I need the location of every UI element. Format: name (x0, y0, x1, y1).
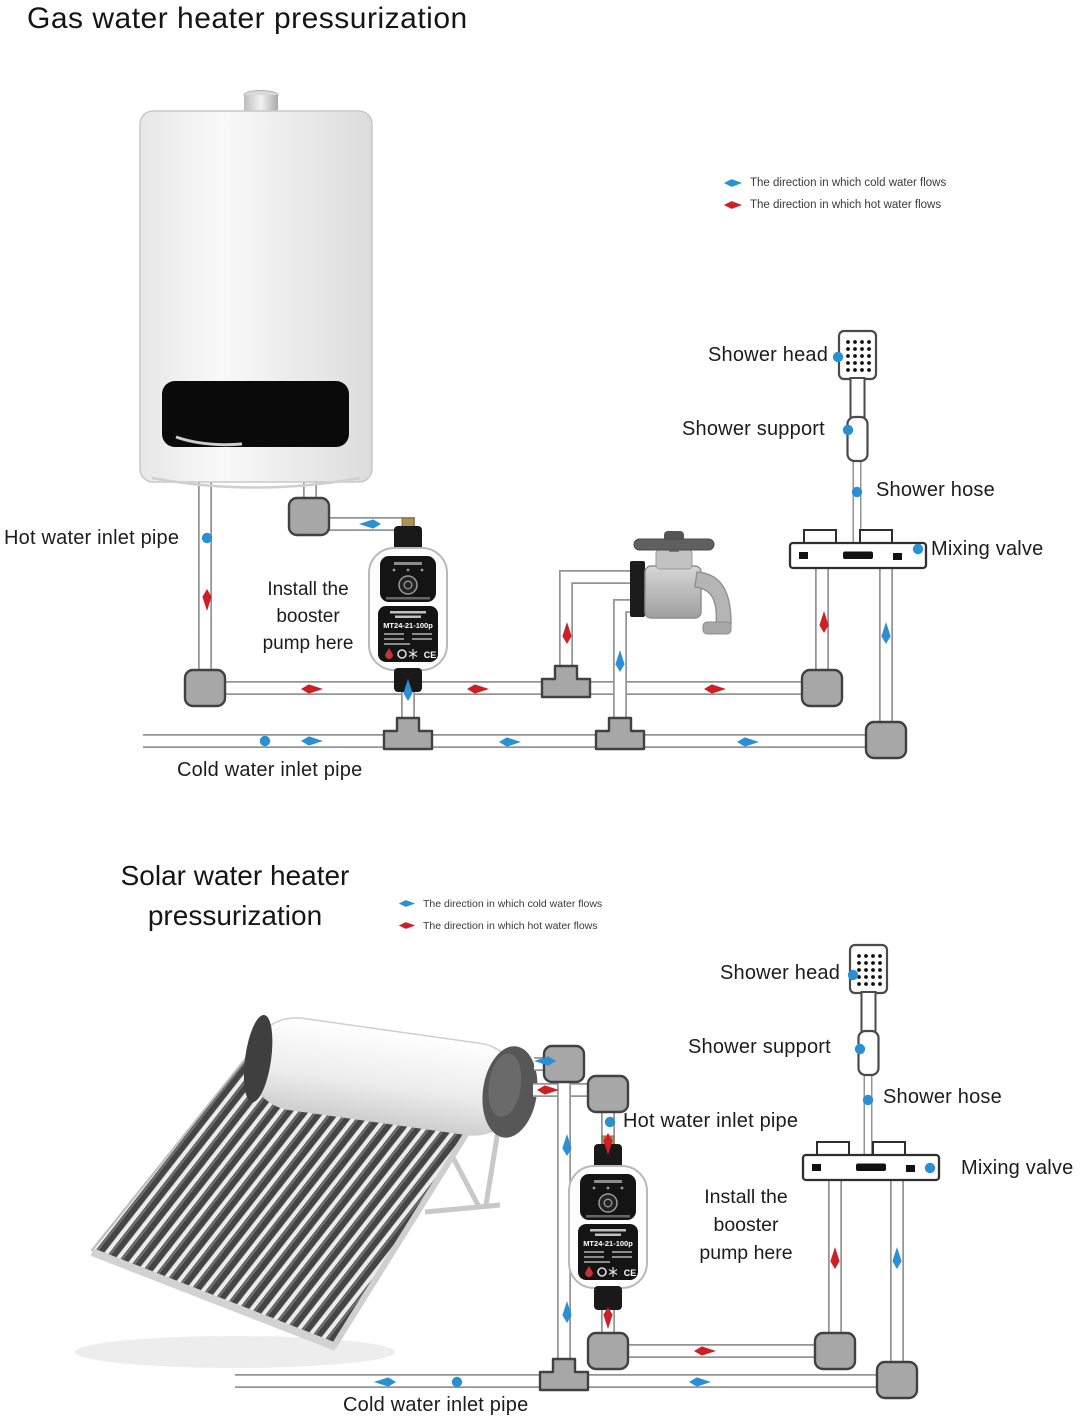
install-line: pump here (262, 633, 354, 654)
label-shower-support: Shower support (688, 1036, 831, 1058)
legend-row-cold: The direction in which cold water flows (723, 176, 946, 190)
pipe-fittings (538, 1044, 919, 1400)
label-shower-hose: Shower hose (876, 479, 995, 501)
tee-fitting (538, 1357, 590, 1392)
cold-flow-arrow-icon (398, 900, 416, 907)
label-pointer-dots (201, 351, 924, 747)
label-dot (832, 351, 844, 363)
gas-water-heater-icon (139, 90, 373, 489)
faucet-icon (630, 531, 732, 635)
shower-head-icon (837, 329, 878, 463)
elbow-fitting (287, 496, 331, 537)
label-dot (604, 1116, 616, 1128)
booster-pump-icon (368, 517, 448, 693)
label-pointer-dots (451, 969, 936, 1388)
gas-section-title: Gas water heater pressurization (27, 2, 468, 35)
install-line: Install the (267, 579, 349, 600)
legend-hot-text: The direction in which hot water flows (750, 199, 942, 211)
label-shower-hose: Shower hose (883, 1086, 1002, 1108)
elbow-fitting (800, 668, 844, 708)
pipe-fittings (183, 496, 908, 760)
hot-flow-arrow-icon (398, 922, 416, 929)
shower-head-icon (848, 943, 889, 1077)
install-line: pump here (699, 1242, 793, 1264)
label-dot (854, 1043, 866, 1055)
label-shower-head: Shower head (708, 344, 829, 366)
solar-diagram (75, 943, 941, 1400)
label-dot (912, 543, 924, 555)
elbow-fitting (813, 1331, 857, 1371)
label-install-pump: Install the booster pump here (686, 1183, 806, 1267)
elbow-fitting (586, 1074, 630, 1114)
elbow-fitting (864, 720, 908, 760)
label-dot (201, 532, 213, 544)
legend-hot-text: The direction in which hot water flows (423, 919, 598, 932)
label-shower-head: Shower head (720, 962, 841, 984)
legend-cold-text: The direction in which cold water flows (750, 177, 947, 189)
solar-water-heater-icon (75, 1014, 538, 1368)
solar-section-title: Solar water heater pressurization (105, 856, 365, 936)
tee-fitting (594, 716, 646, 751)
elbow-fitting (586, 1331, 630, 1371)
legend-row-hot: The direction in which hot water flows (398, 919, 602, 932)
label-dot (862, 1094, 874, 1106)
label-dot (847, 969, 859, 981)
label-hot-inlet: Hot water inlet pipe (623, 1110, 799, 1132)
legend-cold-text: The direction in which cold water flows (423, 897, 603, 910)
label-hot-inlet: Hot water inlet pipe (4, 527, 180, 549)
hot-flow-arrow-icon (723, 201, 743, 209)
install-line: booster (713, 1214, 779, 1236)
label-shower-support: Shower support (682, 418, 825, 440)
label-cold-inlet: Cold water inlet pipe (177, 759, 363, 781)
label-dot (842, 424, 854, 436)
gas-diagram (139, 90, 928, 760)
label-install-pump: Install the booster pump here (250, 576, 366, 657)
cold-flow-arrow-icon (723, 179, 743, 187)
install-line: booster (276, 606, 340, 627)
booster-pump-icon (568, 1135, 648, 1311)
tee-fitting (540, 664, 592, 699)
legend-row-hot: The direction in which hot water flows (723, 198, 946, 212)
gas-legend: The direction in which cold water flows … (723, 176, 946, 220)
solar-title-line: Solar water heater (120, 860, 350, 891)
label-dot (851, 486, 863, 498)
install-line: Install the (704, 1186, 788, 1208)
tee-fitting (382, 716, 434, 751)
label-mixing-valve: Mixing valve (931, 538, 1044, 560)
label-dot (451, 1376, 463, 1388)
elbow-fitting (875, 1360, 919, 1400)
label-dot (259, 735, 271, 747)
label-dot (924, 1162, 936, 1174)
solar-title-line: pressurization (147, 900, 323, 931)
elbow-fitting (183, 668, 227, 708)
label-cold-inlet: Cold water inlet pipe (343, 1394, 529, 1416)
legend-row-cold: The direction in which cold water flows (398, 897, 602, 910)
label-mixing-valve: Mixing valve (961, 1157, 1074, 1179)
solar-legend: The direction in which cold water flows … (398, 897, 602, 941)
